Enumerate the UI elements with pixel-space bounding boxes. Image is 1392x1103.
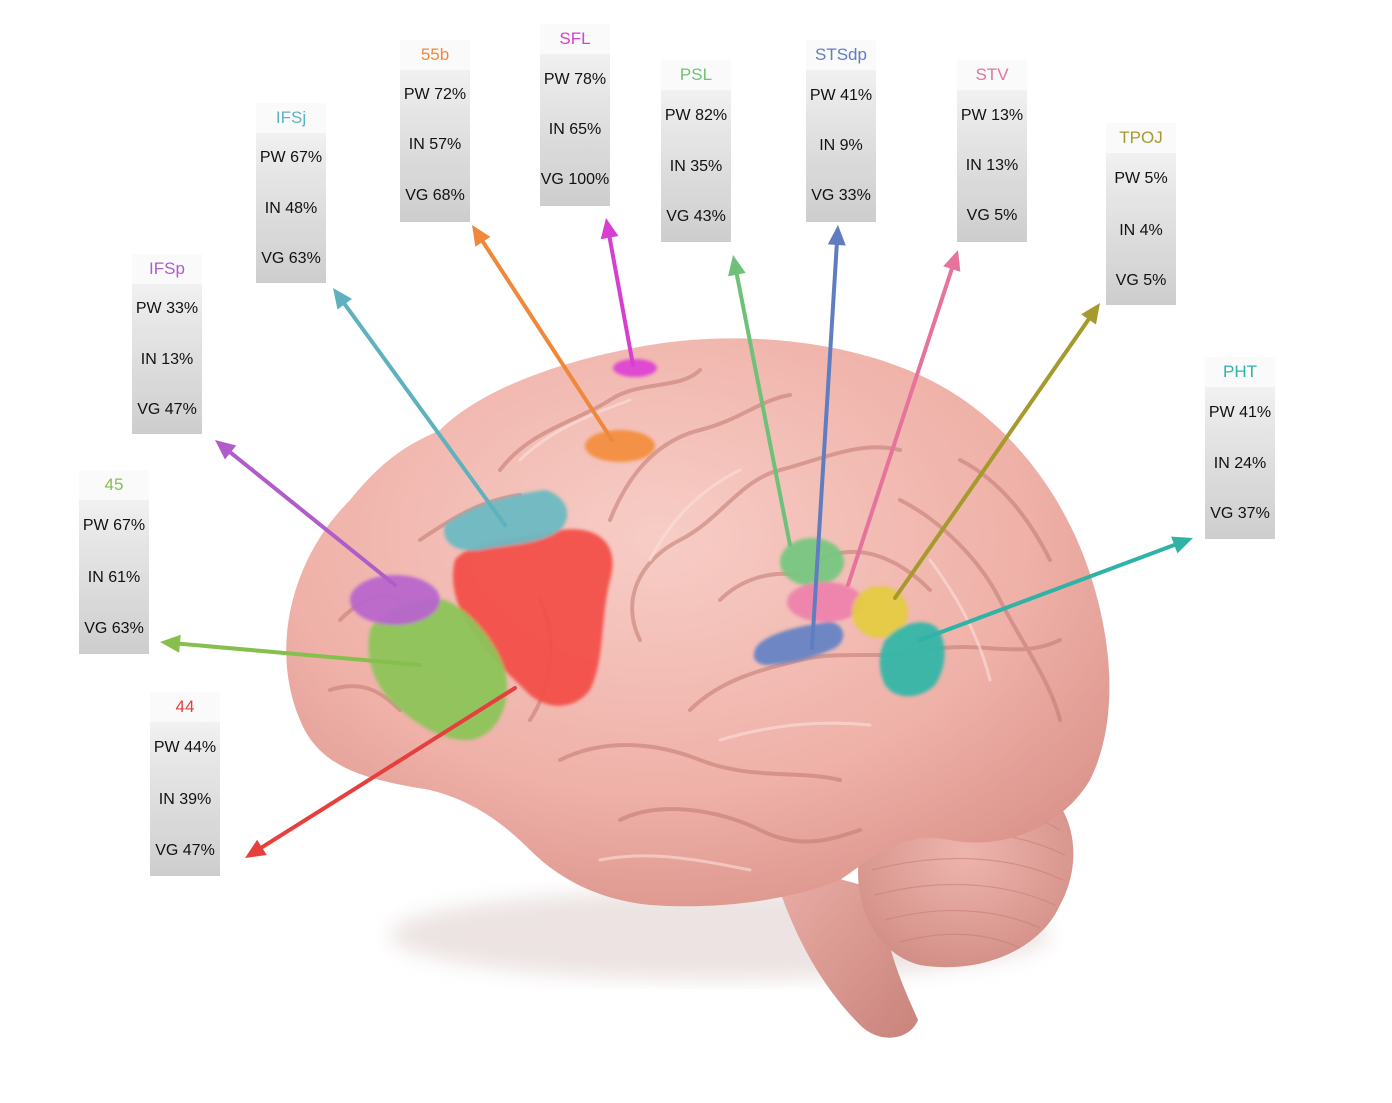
panel-stv-pw: PW 13% (957, 90, 1027, 142)
arrow-tpoj-line (893, 317, 1091, 600)
arrow-pht-head (1171, 536, 1193, 554)
panel-psl-pw: PW 82% (661, 90, 731, 142)
panel-44-pw: PW 44% (150, 722, 220, 774)
arrow-a45-head (160, 634, 181, 653)
panel-55b: 55b PW 72% IN 57% VG 68% (400, 40, 470, 222)
panel-tpoj-title: TPOJ (1106, 123, 1176, 153)
region-ifsj-patch (444, 490, 568, 551)
panel-stsdp-title: STSdp (806, 40, 876, 70)
panel-tpoj: TPOJ PW 5% IN 4% VG 5% (1106, 123, 1176, 305)
panel-55b-in: IN 57% (400, 120, 470, 170)
region-55b-patch (585, 430, 655, 462)
arrow-ifsj-line (342, 302, 507, 527)
panel-psl-in: IN 35% (661, 142, 731, 192)
panel-ifsj-vg: VG 63% (256, 235, 326, 283)
panel-ifsp-pw: PW 33% (132, 284, 202, 334)
panel-sfl-pw: PW 78% (540, 54, 610, 106)
panel-pht: PHT PW 41% IN 24% VG 37% (1205, 357, 1275, 539)
panel-psl-vg: VG 43% (661, 192, 731, 242)
panel-pht-in: IN 24% (1205, 439, 1275, 489)
panel-stv-in: IN 13% (957, 142, 1027, 190)
brain-sulci (328, 368, 1062, 844)
panel-pht-pw: PW 41% (1205, 387, 1275, 439)
region-pht-patch (879, 622, 945, 697)
panel-tpoj-in: IN 4% (1106, 205, 1176, 257)
region-stsdp-patch (753, 622, 844, 665)
region-ifsp-patch (350, 575, 440, 625)
panel-psl: PSL PW 82% IN 35% VG 43% (661, 60, 731, 242)
panel-ifsj: IFSj PW 67% IN 48% VG 63% (256, 103, 326, 283)
panel-stv: STV PW 13% IN 13% VG 5% (957, 60, 1027, 242)
region-44-patch (453, 529, 613, 706)
panel-tpoj-vg: VG 5% (1106, 257, 1176, 305)
arrow-a44-line (259, 686, 517, 850)
arrow-psl-head (728, 255, 746, 277)
brain-highlights (518, 398, 992, 872)
panel-pht-vg: VG 37% (1205, 489, 1275, 539)
panel-stsdp-pw: PW 41% (806, 70, 876, 122)
panel-tpoj-pw: PW 5% (1106, 153, 1176, 205)
panel-pht-title: PHT (1205, 357, 1275, 387)
panel-psl-title: PSL (661, 60, 731, 90)
panel-45-pw: PW 67% (79, 500, 149, 552)
arrow-a44-head (245, 839, 267, 858)
panel-sfl-in: IN 65% (540, 106, 610, 154)
panel-44: 44 PW 44% IN 39% VG 47% (150, 692, 220, 876)
panel-ifsp-in: IN 13% (132, 334, 202, 386)
arrow-tpoj-head (1081, 303, 1100, 325)
arrow-sfl-line (607, 235, 635, 367)
panel-44-title: 44 (150, 692, 220, 722)
panel-sfl-title: SFL (540, 24, 610, 54)
arrow-r55b-head (472, 225, 491, 247)
panel-sfl-vg: VG 100% (540, 154, 610, 206)
panel-45-title: 45 (79, 470, 149, 500)
panel-ifsp: IFSp PW 33% IN 13% VG 47% (132, 254, 202, 434)
panel-45-vg: VG 63% (79, 604, 149, 654)
panel-ifsj-in: IN 48% (256, 183, 326, 235)
panel-45-in: IN 61% (79, 552, 149, 604)
arrow-r55b-line (480, 239, 614, 442)
arrow-stv-line (846, 267, 954, 587)
panel-stsdp: STSdp PW 41% IN 9% VG 33% (806, 40, 876, 222)
arrow-ifsp-head (215, 440, 237, 460)
panel-44-in: IN 39% (150, 774, 220, 826)
arrow-ifsp-line (228, 450, 397, 587)
arrow-psl-line (734, 272, 792, 547)
panel-stsdp-in: IN 9% (806, 122, 876, 170)
panel-45: 45 PW 67% IN 61% VG 63% (79, 470, 149, 654)
arrow-stsdp-head (827, 225, 846, 246)
panel-stv-title: STV (957, 60, 1027, 90)
panel-stv-vg: VG 5% (957, 190, 1027, 242)
arrow-sfl-head (600, 218, 619, 240)
panel-ifsp-vg: VG 47% (132, 386, 202, 434)
region-psl-patch (780, 538, 844, 586)
arrow-pht-line (918, 542, 1177, 642)
region-patches (350, 359, 945, 741)
panel-ifsj-pw: PW 67% (256, 133, 326, 183)
panel-55b-title: 55b (400, 40, 470, 70)
panel-55b-vg: VG 68% (400, 170, 470, 222)
panel-sfl: SFL PW 78% IN 65% VG 100% (540, 24, 610, 206)
arrow-a45-line (177, 641, 422, 667)
arrow-stsdp-line (810, 242, 839, 650)
panel-stsdp-vg: VG 33% (806, 170, 876, 222)
region-45-patch (368, 599, 507, 741)
region-sfl-patch (613, 359, 657, 377)
panel-55b-pw: PW 72% (400, 70, 470, 120)
arrow-stv-head (943, 250, 961, 272)
panel-44-vg: VG 47% (150, 826, 220, 876)
panel-ifsj-title: IFSj (256, 103, 326, 133)
arrow-ifsj-head (333, 288, 353, 310)
region-stv-patch (787, 582, 863, 622)
panel-ifsp-title: IFSp (132, 254, 202, 284)
cerebrum (286, 338, 1110, 907)
